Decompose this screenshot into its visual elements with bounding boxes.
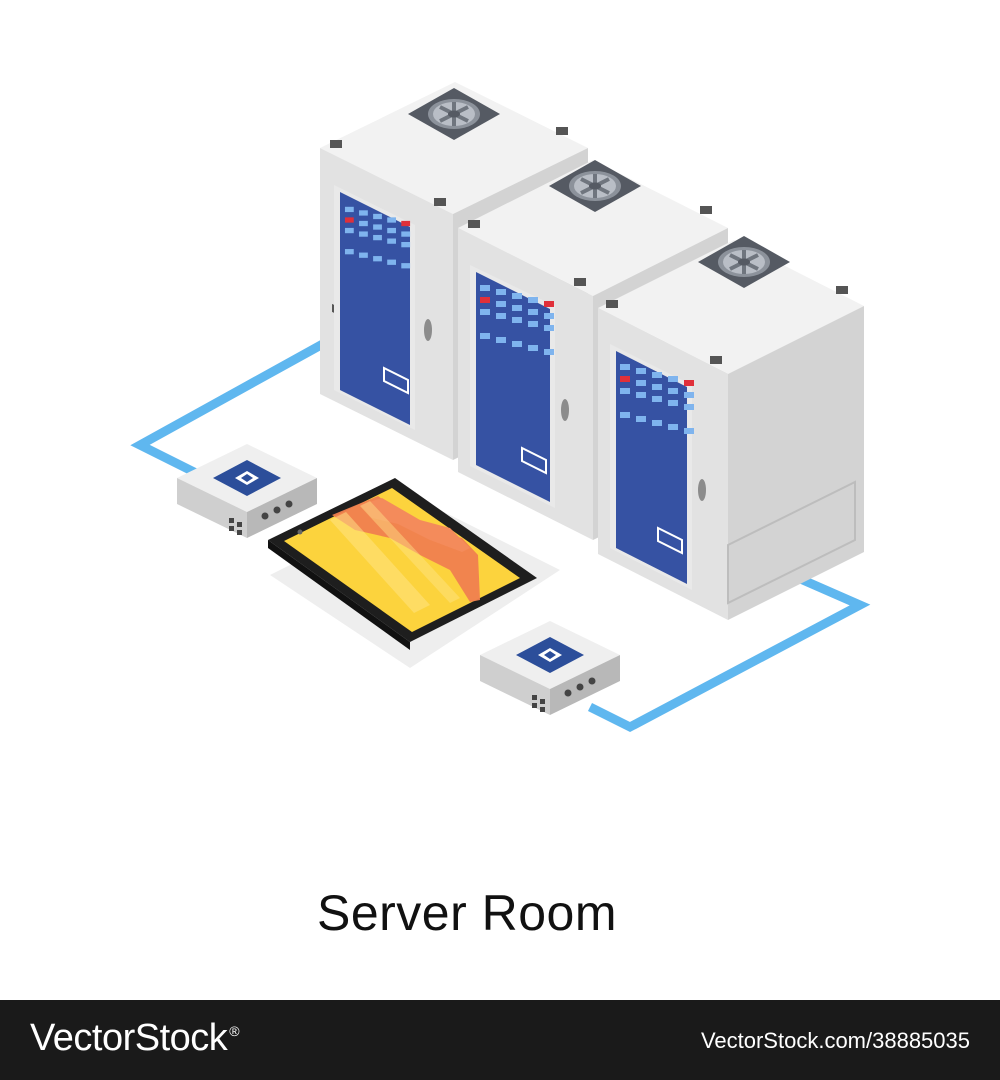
- watermark-brand: VectorStock®: [30, 1017, 240, 1060]
- caption-title: Server Room: [316, 885, 618, 941]
- server-cabinet-3: [598, 234, 864, 620]
- watermark-brand-text: VectorStock: [30, 1017, 228, 1059]
- watermark-id: VectorStock.com/38885035: [700, 1028, 970, 1053]
- network-switch-icon: [480, 621, 620, 715]
- network-cable-right: [587, 565, 871, 733]
- registered-mark: ®: [229, 1023, 240, 1039]
- watermark-bar: VectorStock® VectorStock.com/38885035: [0, 1000, 1000, 1080]
- server-room-illustration: [130, 82, 871, 733]
- tablet-icon: [268, 478, 537, 650]
- network-switch-icon: [177, 444, 317, 538]
